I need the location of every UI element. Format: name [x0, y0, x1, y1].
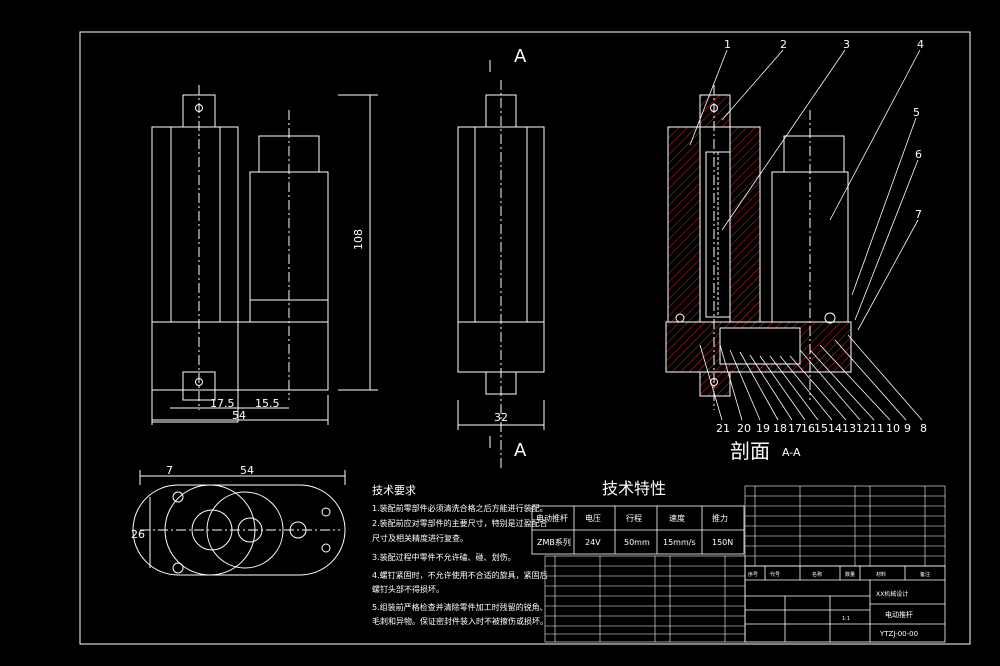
svg-text:20: 20 [737, 422, 751, 435]
svg-text:数量: 数量 [845, 571, 855, 578]
part-6: 6 [915, 148, 922, 161]
svg-text:序号: 序号 [748, 571, 758, 578]
side-view [457, 60, 545, 470]
part-1: 1 [724, 38, 731, 51]
svg-text:2.装配前应对零部件的主要尺寸，特别是过盈配合: 2.装配前应对零部件的主要尺寸，特别是过盈配合 [372, 518, 548, 528]
tech-specs-title: 技术特性 [602, 479, 666, 498]
scale: 1:1 [842, 616, 850, 622]
section-suffix: A-A [782, 446, 801, 459]
title-block [744, 565, 946, 643]
parts-list [544, 485, 946, 643]
section-view [665, 85, 852, 410]
svg-text:24V: 24V [585, 538, 601, 547]
svg-text:11: 11 [870, 422, 884, 435]
svg-text:15mm/s: 15mm/s [663, 538, 696, 547]
svg-text:尺寸及相关精度进行复查。: 尺寸及相关精度进行复查。 [372, 533, 468, 543]
svg-text:名称: 名称 [812, 571, 822, 578]
tech-specs-cells: 电动推杆 电压 行程 速度 推力 ZMB系列 24V 50mm 15mm/s 1… [536, 513, 733, 547]
svg-text:16: 16 [801, 422, 815, 435]
section-label: 剖面 [730, 439, 770, 463]
svg-text:代号: 代号 [770, 571, 780, 578]
svg-text:4.螺钉紧固时，不允许使用不合适的旋具，紧固后: 4.螺钉紧固时，不允许使用不合适的旋具，紧固后 [372, 570, 548, 580]
svg-text:150N: 150N [712, 538, 733, 547]
svg-text:备注: 备注 [920, 571, 930, 578]
dim-height: 108 [352, 229, 365, 250]
dim-offset-b: 15.5 [255, 397, 280, 410]
svg-text:推力: 推力 [712, 513, 728, 523]
svg-text:17: 17 [788, 422, 802, 435]
svg-text:50mm: 50mm [624, 538, 650, 547]
part-2: 2 [780, 38, 787, 51]
svg-text:13: 13 [842, 422, 856, 435]
section-mark-top: A [514, 46, 527, 67]
dim-width-front: 54 [232, 409, 246, 422]
svg-text:ZMB系列: ZMB系列 [537, 537, 571, 547]
front-view [151, 85, 378, 425]
svg-text:螺钉头部不得损坏。: 螺钉头部不得损坏。 [372, 584, 444, 594]
part-7: 7 [915, 208, 922, 221]
svg-text:1.装配前零部件必须清洗合格之后方能进行装配。: 1.装配前零部件必须清洗合格之后方能进行装配。 [372, 503, 548, 513]
svg-text:8: 8 [920, 422, 927, 435]
part-numbers-bottom: 21 20 19 18 17 16 15 14 13 12 11 10 9 8 [716, 422, 927, 435]
svg-text:5.组装前严格检查并清除零件加工时残留的锐角、: 5.组装前严格检查并清除零件加工时残留的锐角、 [372, 602, 548, 612]
svg-text:10: 10 [886, 422, 900, 435]
svg-text:15: 15 [814, 422, 828, 435]
dim-bottom-hole: 7 [166, 464, 173, 477]
product-name: 电动推杆 [885, 610, 913, 619]
dim-bottom-width: 54 [240, 464, 254, 477]
part-5: 5 [913, 106, 920, 119]
svg-text:14: 14 [828, 422, 842, 435]
section-mark-bottom: A [514, 440, 527, 461]
svg-text:毛刺和异物。保证密封件装入时不被擦伤或损坏。: 毛刺和异物。保证密封件装入时不被擦伤或损坏。 [372, 616, 548, 626]
svg-text:电动推杆: 电动推杆 [536, 513, 568, 523]
part-4: 4 [917, 38, 924, 51]
company: XX机械设计 [876, 590, 908, 598]
leader-lines [689, 49, 923, 421]
svg-text:21: 21 [716, 422, 730, 435]
dim-bottom-height: 26 [131, 528, 145, 541]
sheet-border [79, 31, 971, 645]
svg-text:3.装配过程中零件不允许磕、碰、划伤。: 3.装配过程中零件不允许磕、碰、划伤。 [372, 552, 516, 562]
svg-text:电压: 电压 [585, 513, 601, 523]
svg-text:行程: 行程 [626, 513, 642, 523]
dim-width-side: 32 [494, 411, 508, 424]
tech-requirements: 技术要求 1.装配前零部件必须清洗合格之后方能进行装配。 2.装配前应对零部件的… [372, 484, 548, 626]
dim-offset-a: 17.5 [210, 397, 235, 410]
svg-text:18: 18 [773, 422, 787, 435]
bottom-view [132, 470, 346, 576]
svg-text:12: 12 [856, 422, 870, 435]
part-3: 3 [843, 38, 850, 51]
tech-specs-table [531, 505, 745, 555]
title-block-text: 序号 代号 名称 数量 材料 备注 电动推杆 XX机械设计 YTZJ-00-00… [748, 571, 930, 638]
svg-text:19: 19 [756, 422, 770, 435]
tech-req-title: 技术要求 [372, 484, 416, 497]
drawing-no: YTZJ-00-00 [879, 630, 918, 638]
svg-text:材料: 材料 [876, 571, 886, 578]
svg-text:9: 9 [904, 422, 911, 435]
svg-text:速度: 速度 [669, 513, 685, 523]
